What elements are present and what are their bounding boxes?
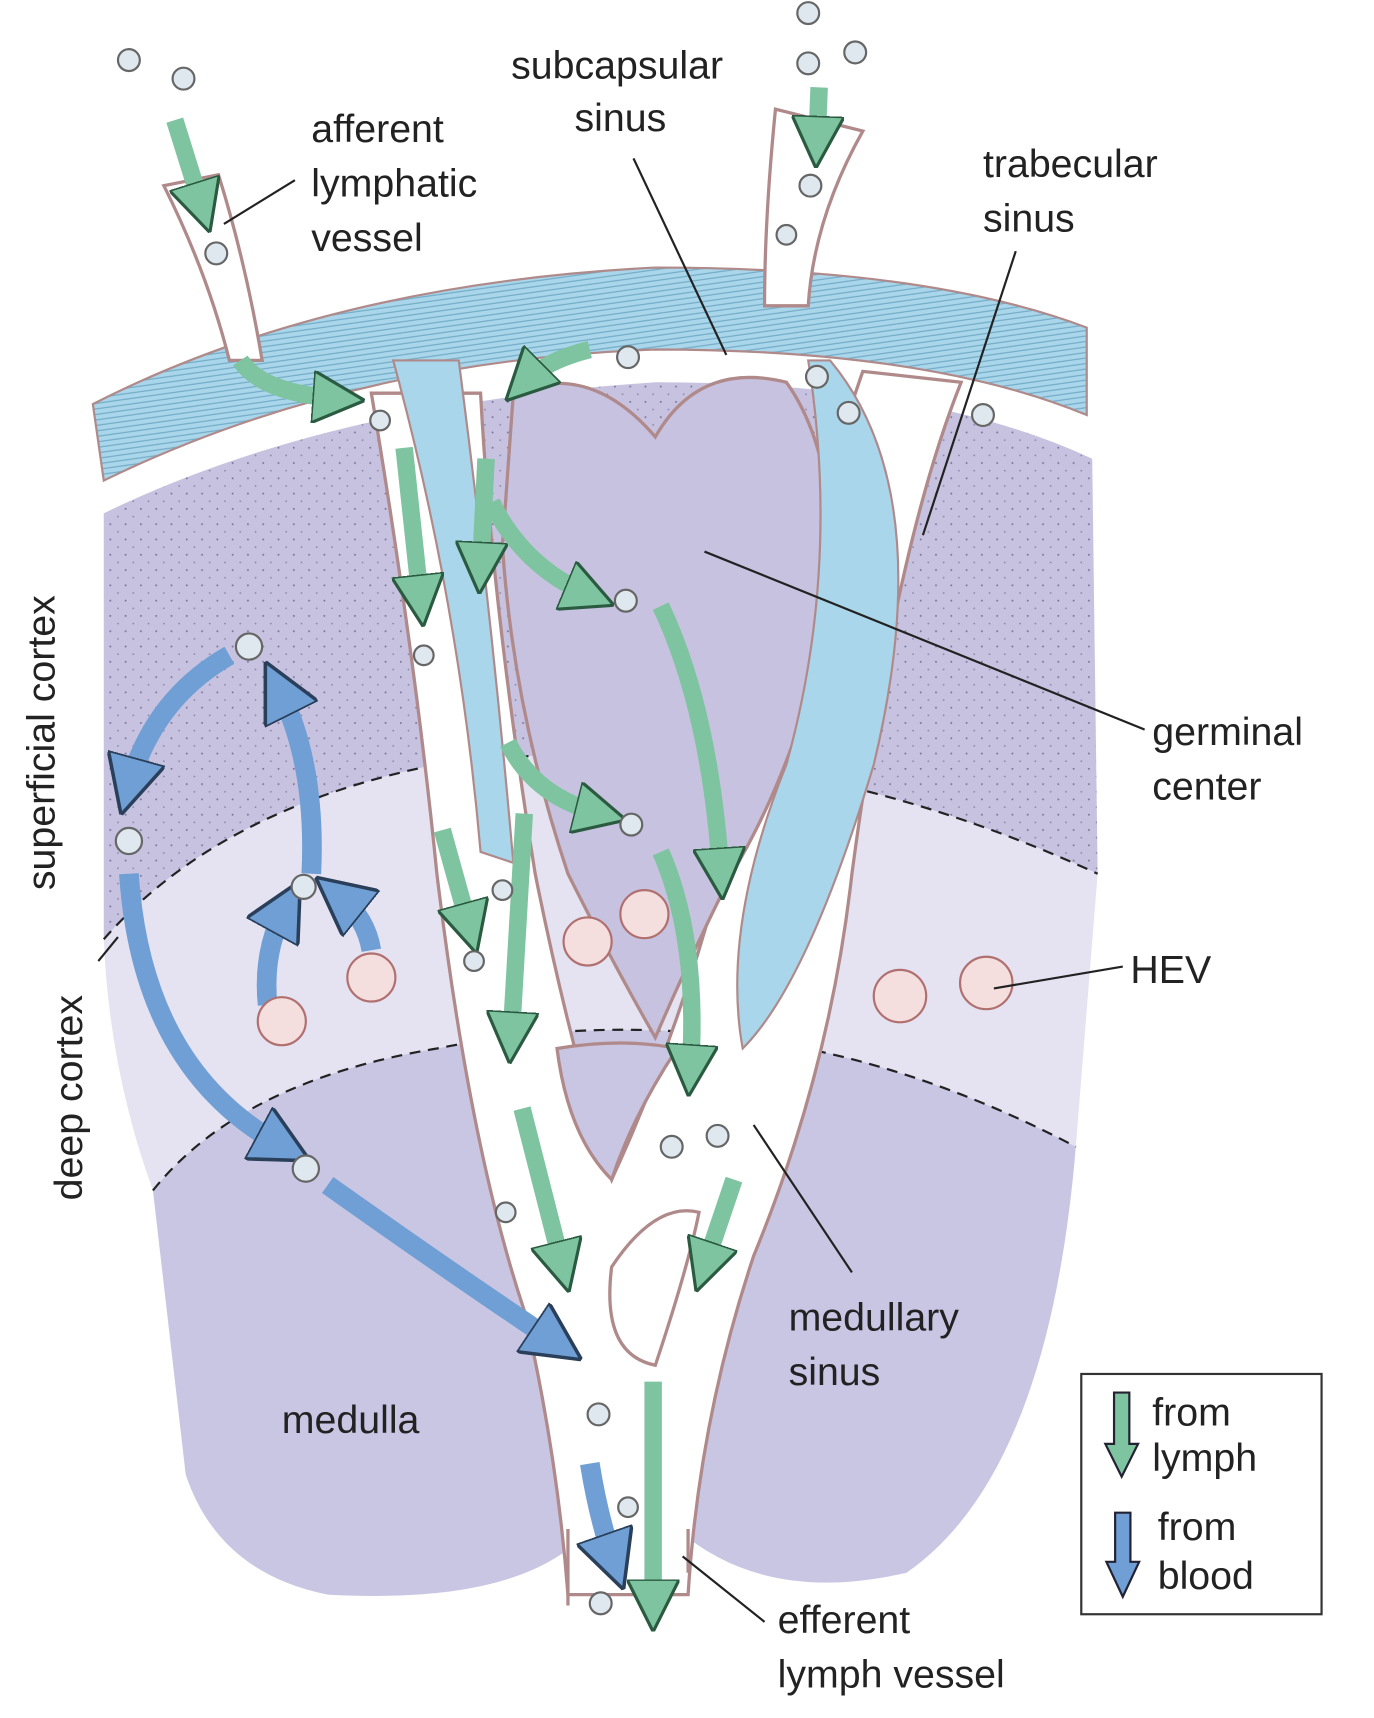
hev-icon: [872, 968, 928, 1024]
label-germinal-2: center: [1152, 764, 1261, 808]
afferent-vessel-left: [161, 172, 265, 363]
lymph-arrow: [652, 848, 692, 1070]
lymph-arrow: [233, 355, 338, 398]
medullary-cord: [555, 1041, 680, 1183]
hev-icon: [346, 952, 397, 1003]
label-efferent-1: efferent: [778, 1598, 911, 1642]
legend-lymph-2: lymph: [1152, 1436, 1257, 1480]
label-subcapsular-sinus-1: subcapsular: [511, 44, 723, 88]
hev-icon: [619, 889, 670, 940]
hev-vessels: [256, 889, 1014, 1047]
leader-lines: [97, 157, 1146, 1623]
label-trabecular-1: trabecular: [983, 142, 1158, 186]
label-hev: HEV: [1130, 948, 1212, 992]
label-germinal-1: germinal: [1152, 710, 1303, 754]
lymph-arrow: [404, 446, 420, 601]
label-efferent-2: lymph vessel: [778, 1652, 1005, 1696]
legend-lymph-arrow-icon: [1103, 1391, 1140, 1480]
label-medulla: medulla: [282, 1398, 420, 1442]
legend-lymph-1: from: [1152, 1390, 1231, 1434]
label-medullary-1: medullary: [789, 1295, 960, 1339]
legend-blood-arrow-icon: [1104, 1511, 1141, 1600]
lymph-arrow: [524, 341, 592, 382]
label-trabecular-2: sinus: [983, 197, 1075, 241]
hev-icon: [958, 955, 1014, 1011]
lymph-arrow: [652, 602, 721, 874]
blood-arrow: [119, 873, 284, 1147]
hev-icon: [562, 916, 613, 967]
blood-arrow: [321, 1176, 557, 1343]
label-afferent-3: vessel: [311, 216, 422, 260]
label-superficial-cortex: superficial cortex: [20, 595, 64, 890]
lymph-arrow: [704, 1176, 743, 1267]
legend-blood-2: blood: [1158, 1554, 1254, 1598]
legend: from lymph from blood: [1080, 1372, 1323, 1616]
blood-arrows: [119, 646, 614, 1562]
germinal-center: [500, 375, 834, 1042]
label-subcapsular-sinus-2: sinus: [575, 96, 667, 140]
blood-arrow: [339, 896, 382, 953]
lymph-arrow: [513, 1106, 562, 1267]
lymph-arrow: [500, 738, 601, 814]
blood-arrow: [129, 646, 235, 786]
trabecula-right: [736, 359, 900, 1051]
blood-arrow: [279, 688, 322, 875]
label-medullary-2: sinus: [789, 1350, 881, 1394]
medullary-sinus-loop: [608, 1209, 701, 1368]
lymph-arrows: [166, 87, 819, 1605]
lymph-arrow: [511, 813, 524, 1038]
hev-icon: [256, 996, 307, 1047]
label-afferent-1: afferent: [311, 107, 444, 151]
blood-arrow: [590, 1461, 614, 1562]
lymph-arrow: [166, 117, 202, 207]
efferent-vessel: [566, 1529, 690, 1606]
legend-blood-1: from: [1158, 1505, 1237, 1549]
lymph-arrow: [433, 827, 469, 928]
lymph-arrow: [483, 498, 589, 595]
lymphocytes: [114, 1, 995, 1616]
label-afferent-2: lymphatic: [311, 162, 477, 206]
lymph-arrow: [817, 87, 819, 142]
label-deep-cortex: deep cortex: [47, 995, 91, 1201]
blood-arrow: [267, 907, 287, 1006]
lymph-arrow: [481, 458, 486, 568]
